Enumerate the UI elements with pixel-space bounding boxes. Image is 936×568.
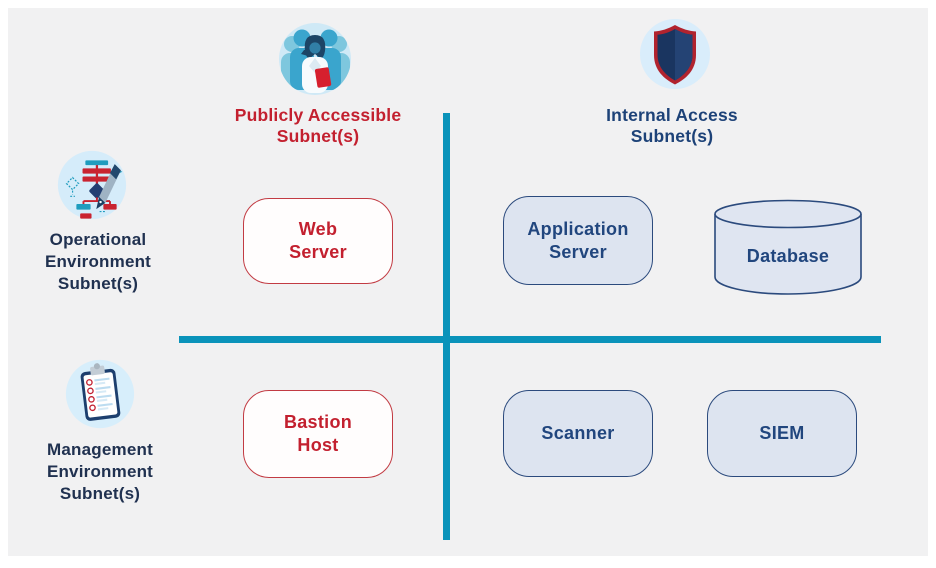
node-web-server: Web Server xyxy=(243,198,393,284)
row-header-operational-environment: Operational Environment Subnet(s) xyxy=(44,230,152,293)
flowchart-pen-icon xyxy=(56,149,128,221)
node-bastion-host: Bastion Host xyxy=(243,390,393,478)
column-header-publicly-accessible: Publicly Accessible Subnet(s) xyxy=(234,105,402,146)
shield-icon xyxy=(637,16,713,92)
node-application-server: Application Server xyxy=(503,196,653,285)
vertical-divider-line xyxy=(443,113,450,540)
node-database-label: Database xyxy=(746,245,830,266)
people-group-icon xyxy=(277,21,353,97)
clipboard-checklist-icon xyxy=(64,358,136,430)
horizontal-divider-line xyxy=(179,336,881,343)
node-scanner: Scanner xyxy=(503,390,653,477)
node-database: Database xyxy=(713,198,863,296)
node-siem: SIEM xyxy=(707,390,857,477)
row-header-management-environment: Management Environment Subnet(s) xyxy=(46,440,154,503)
column-header-internal-access: Internal Access Subnet(s) xyxy=(606,105,738,146)
diagram-canvas: Publicly Accessible Subnet(s) Internal A… xyxy=(8,8,928,556)
